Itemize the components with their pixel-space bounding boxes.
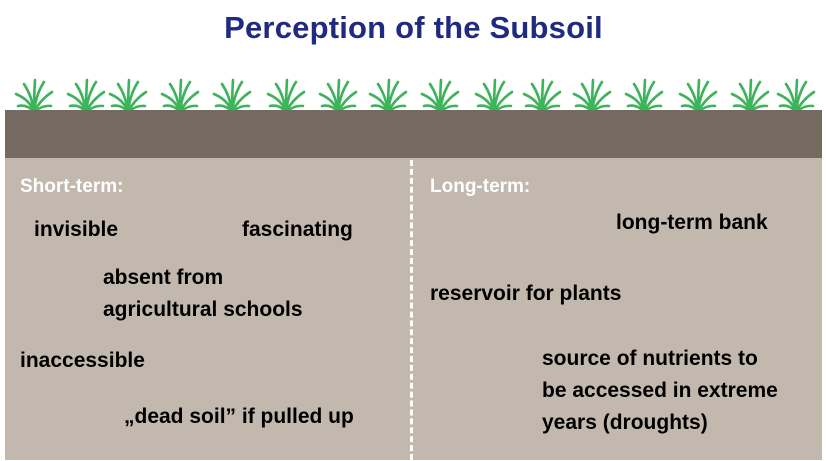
item-absent-line1: absent from bbox=[103, 266, 224, 289]
grass-icon bbox=[474, 78, 514, 114]
short-term-heading: Short-term: bbox=[20, 176, 124, 197]
grass-icon bbox=[678, 78, 718, 114]
grass-icon bbox=[266, 78, 306, 114]
item-invisible: invisible bbox=[34, 218, 119, 241]
grass-icon bbox=[730, 78, 770, 114]
grass-icon bbox=[624, 78, 664, 114]
grass-icon bbox=[212, 78, 252, 114]
item-fascinating: fascinating bbox=[242, 218, 353, 241]
item-source-line2: be accessed in extreme bbox=[542, 379, 778, 402]
item-source-line3: years (droughts) bbox=[542, 411, 708, 434]
item-reservoir: reservoir for plants bbox=[430, 282, 622, 305]
topsoil-layer bbox=[5, 110, 822, 158]
dashed-divider bbox=[410, 160, 413, 460]
grass-icon bbox=[368, 78, 408, 114]
subsoil-layer bbox=[5, 158, 822, 460]
long-term-heading: Long-term: bbox=[430, 176, 531, 197]
grass-icon bbox=[160, 78, 200, 114]
item-long-term-bank: long-term bank bbox=[616, 211, 768, 234]
item-inaccessible: inaccessible bbox=[20, 349, 145, 372]
item-source-line1: source of nutrients to bbox=[542, 347, 758, 370]
grass-icon bbox=[318, 78, 358, 114]
grass-icon bbox=[66, 78, 106, 114]
grass-icon bbox=[108, 78, 148, 114]
grass-icon bbox=[776, 78, 816, 114]
item-absent-line2: agricultural schools bbox=[103, 298, 303, 321]
grass-icon bbox=[420, 78, 460, 114]
item-dead-soil: „dead soil” if pulled up bbox=[124, 405, 354, 428]
grass-row bbox=[0, 78, 827, 114]
grass-icon bbox=[522, 78, 562, 114]
diagram-title: Perception of the Subsoil bbox=[224, 10, 603, 45]
grass-icon bbox=[14, 78, 54, 114]
grass-icon bbox=[572, 78, 612, 114]
